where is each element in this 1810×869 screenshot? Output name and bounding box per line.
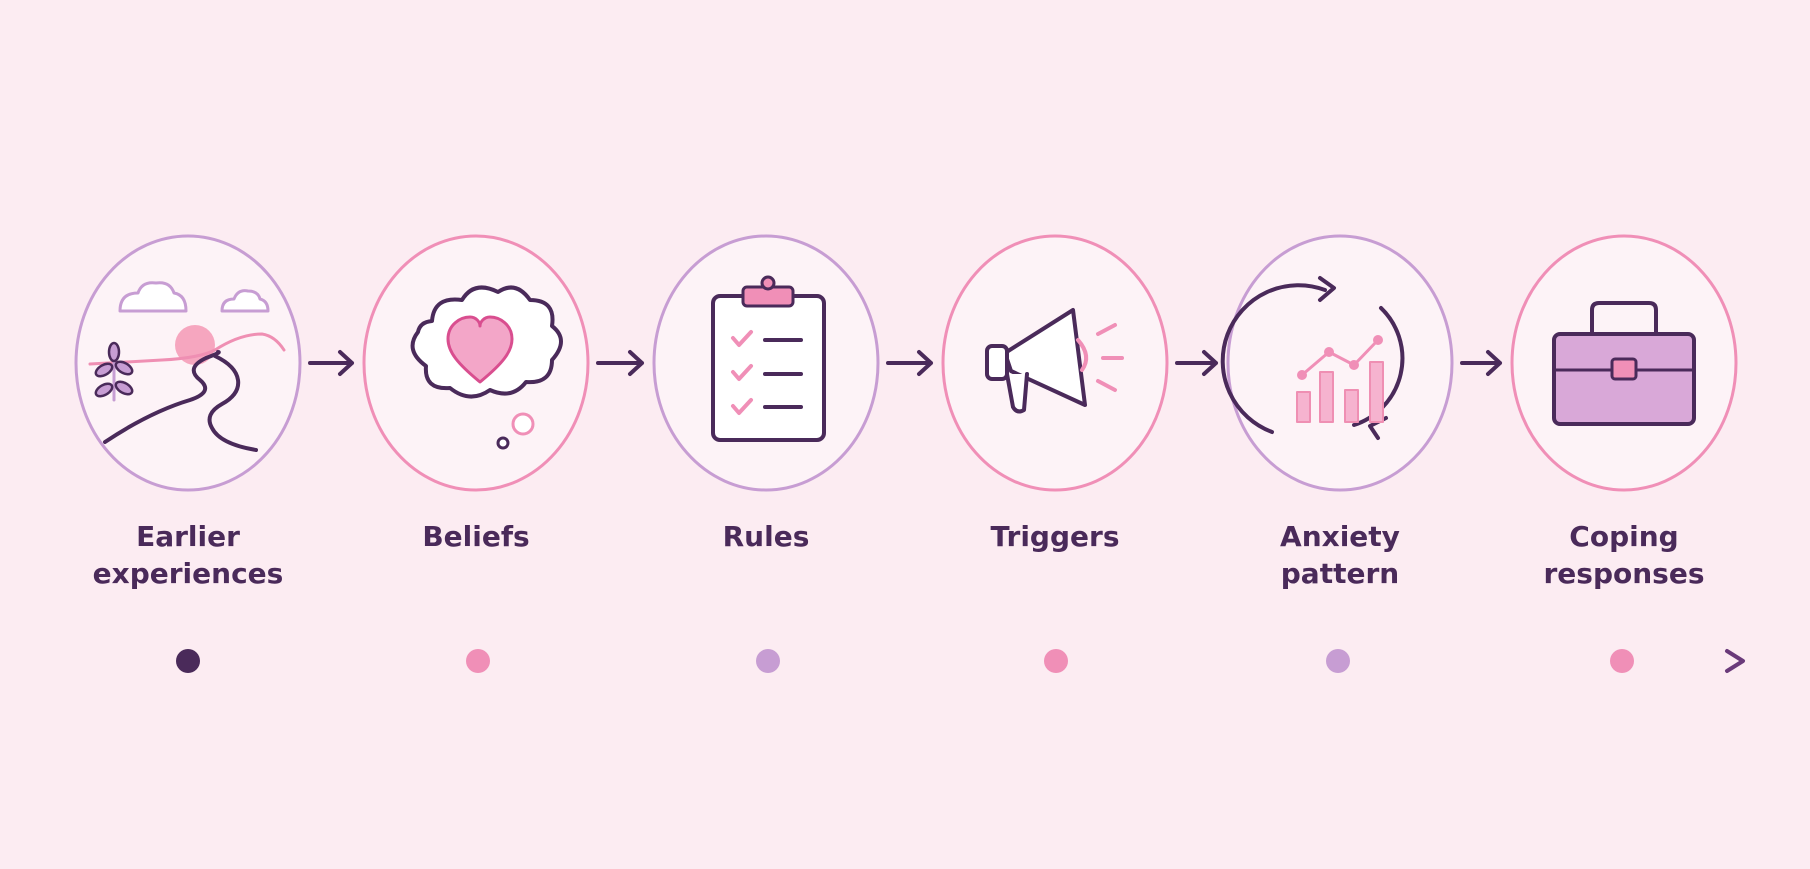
timeline-dots <box>176 649 1634 673</box>
step-label-line: Rules <box>722 520 810 553</box>
step-label: Coping responses <box>1494 518 1754 592</box>
step-arrows <box>308 350 1502 376</box>
arrow-right-icon <box>1175 350 1218 376</box>
timeline-arrowhead <box>1725 649 1745 673</box>
timeline-dot <box>1044 649 1068 673</box>
megaphone-icon <box>985 308 1124 414</box>
arrow-right-icon <box>886 350 933 376</box>
step-label: Rules <box>636 518 896 555</box>
timeline-dot <box>1326 649 1350 673</box>
step-label-line: responses <box>1543 557 1705 590</box>
timeline-dot <box>1610 649 1634 673</box>
timeline-dot <box>466 649 490 673</box>
step-label-line: Beliefs <box>422 520 530 553</box>
landscape-path-icon <box>88 281 286 452</box>
step-label-line: Coping <box>1569 520 1679 553</box>
step-label-line: pattern <box>1280 557 1400 590</box>
step-label-line: Earlier <box>136 520 240 553</box>
clipboard-checklist-icon <box>711 275 826 442</box>
step-label-line: experiences <box>92 557 284 590</box>
step-label: Earlier experiences <box>58 518 318 592</box>
step-label: Triggers <box>925 518 1185 555</box>
arrow-right-icon <box>308 350 354 376</box>
arrow-right-icon <box>596 350 644 376</box>
step-label-line: Anxiety <box>1280 520 1400 553</box>
step-label: Anxiety pattern <box>1210 518 1470 592</box>
step-label: Beliefs <box>346 518 606 555</box>
timeline-dot <box>756 649 780 673</box>
timeline-dot <box>176 649 200 673</box>
timeline <box>64 649 1745 673</box>
arrow-right-icon <box>1460 350 1502 376</box>
thought-cloud-heart-icon <box>410 285 563 450</box>
cycle-chart-icon <box>1220 276 1405 440</box>
toolbox-icon <box>1552 301 1696 426</box>
step-circle <box>1226 234 1454 492</box>
step-label-line: Triggers <box>990 520 1120 553</box>
